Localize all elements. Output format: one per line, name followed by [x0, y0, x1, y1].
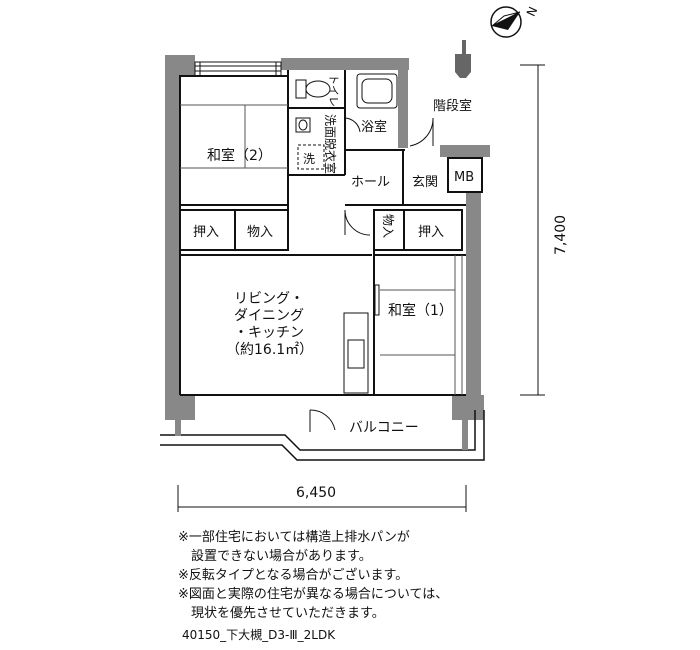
note-line-2: 設置できない場合があります。 — [178, 549, 372, 564]
kitchen-counter — [343, 312, 369, 394]
toilet-icon — [295, 79, 331, 99]
balcony-posts — [175, 418, 468, 450]
washitsu1-sliding-door — [374, 284, 380, 316]
depth-dimension: 7,400 — [553, 215, 569, 255]
room-mb: MB — [454, 170, 474, 185]
washbasin-icon — [295, 117, 311, 133]
floor-plan: N — [160, 5, 569, 512]
notes: ※一部住宅においては構造上排水パンが 設置できない場合があります。 ※反転タイプ… — [178, 528, 448, 623]
room-yokushitsu: 浴室 — [361, 119, 387, 135]
room-washitsu1: 和室（1） — [388, 302, 453, 319]
tatami-washitsu2 — [180, 104, 288, 169]
note-line-1: ※一部住宅においては構造上排水パンが — [178, 530, 410, 545]
room-toilet: トイレ — [327, 74, 340, 107]
room-genkan: 玄関 — [412, 175, 438, 190]
stair-symbol-icon — [455, 40, 471, 78]
compass-label: N — [524, 5, 540, 19]
room-oshiire-c: 押入 — [418, 225, 444, 240]
bathtub-icon — [356, 73, 398, 109]
balcony-outline — [160, 410, 485, 461]
note-line-5: 現状を優先させていただきます。 — [178, 606, 385, 621]
note-line-4: ※図面と実際の住宅が異なる場合については、 — [178, 587, 449, 602]
room-balcony: バルコニー — [349, 420, 419, 436]
room-oshiire-b: 物入 — [247, 225, 273, 240]
width-dimension: 6,450 — [296, 485, 336, 501]
room-hall: ホール — [351, 175, 390, 190]
note-line-3: ※反転タイプとなる場合がございます。 — [178, 568, 409, 583]
room-senmen: 洗面脱衣室 — [323, 114, 338, 174]
compass-icon — [490, 6, 522, 38]
room-washitsu2: 和室（2） — [207, 147, 272, 164]
depth-dimension-line — [520, 64, 545, 396]
room-oshiire-a: 押入 — [193, 225, 219, 240]
room-kaidanshitsu: 階段室 — [433, 98, 472, 114]
room-monoire-small: 物入 — [381, 214, 395, 238]
room-ldk-line3: ・キッチン — [234, 325, 304, 341]
room-ldk-line1: リビング・ — [234, 291, 304, 307]
outer-walls — [165, 55, 490, 420]
tatami-washitsu1 — [380, 255, 463, 395]
window-top — [194, 61, 282, 77]
width-dimension-line — [177, 485, 467, 512]
room-sentaku: 洗 — [303, 152, 315, 166]
plan-code: 40150_下大槻_D3-Ⅲ_2LDK — [182, 628, 336, 642]
room-ldk-area: （約16.1㎡） — [226, 342, 313, 358]
washing-machine-area — [297, 144, 325, 170]
room-ldk-line2: ダイニング — [234, 308, 304, 324]
interior-walls — [179, 70, 483, 396]
door-swings — [309, 117, 434, 432]
